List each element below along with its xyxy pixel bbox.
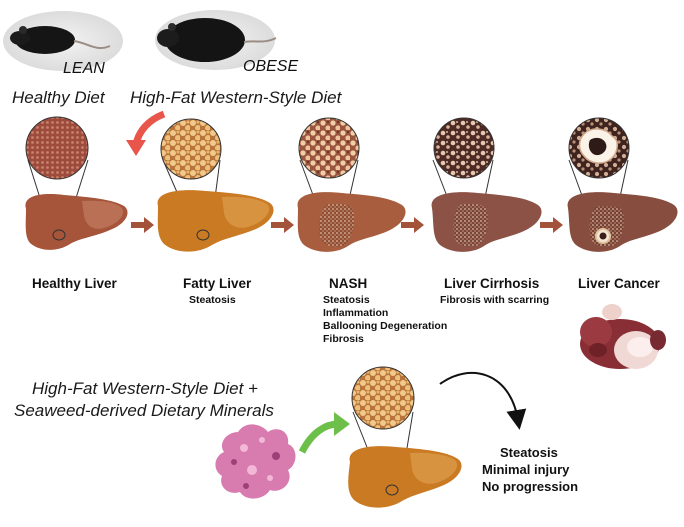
stage-detail-cirrhosis-1: Fibrosis with scarring (440, 294, 550, 306)
seaweed-image (215, 424, 296, 499)
treatment-diet-line-1: High-Fat Western-Style Diet + (32, 379, 258, 398)
outcome-no-progression: No progression (482, 479, 579, 494)
nash-liver-graphic (297, 117, 406, 252)
red-curved-arrow (126, 110, 166, 156)
outcome-steatosis: Steatosis (500, 445, 558, 460)
cirrhosis-liver-graphic (431, 117, 542, 252)
stage-detail-nash-1: Steatosis (323, 294, 370, 306)
fatty-liver-graphic (157, 118, 274, 252)
cancer-liver-graphic (567, 117, 678, 252)
stage-arrow-3 (401, 217, 424, 233)
stage-title-cancer: Liver Cancer (578, 276, 660, 291)
stage-detail-fatty-1: Steatosis (189, 294, 236, 306)
treatment-diet-line-2: Seaweed-derived Dietary Minerals (14, 401, 274, 420)
stage-detail-nash-4: Fibrosis (323, 333, 364, 345)
stage-detail-nash-3: Ballooning Degeneration (323, 320, 448, 332)
healthy-liver-graphic (25, 116, 128, 250)
lean-mouse-image (3, 11, 123, 71)
healthy-diet-label: Healthy Diet (12, 88, 105, 107)
stage-arrow-4 (540, 217, 563, 233)
tumor-photo (580, 304, 666, 369)
stage-arrow-2 (271, 217, 294, 233)
stage-title-nash: NASH (329, 276, 368, 291)
lean-label: LEAN (63, 60, 105, 77)
stage-arrow-1 (131, 217, 154, 233)
obese-label: OBESE (243, 58, 299, 75)
stage-detail-nash-2: Inflammation (323, 307, 389, 319)
treated-liver-graphic (348, 366, 462, 508)
green-curved-arrow (298, 412, 350, 454)
high-fat-diet-label: High-Fat Western-Style Diet (130, 88, 342, 107)
obese-mouse-image (155, 10, 277, 70)
stage-title-cirrhosis: Liver Cirrhosis (444, 276, 540, 291)
black-curved-arrow (439, 371, 527, 430)
stage-title-healthy: Healthy Liver (32, 276, 117, 291)
outcome-minimal-injury: Minimal injury (482, 462, 570, 477)
stage-title-fatty: Fatty Liver (183, 276, 252, 291)
